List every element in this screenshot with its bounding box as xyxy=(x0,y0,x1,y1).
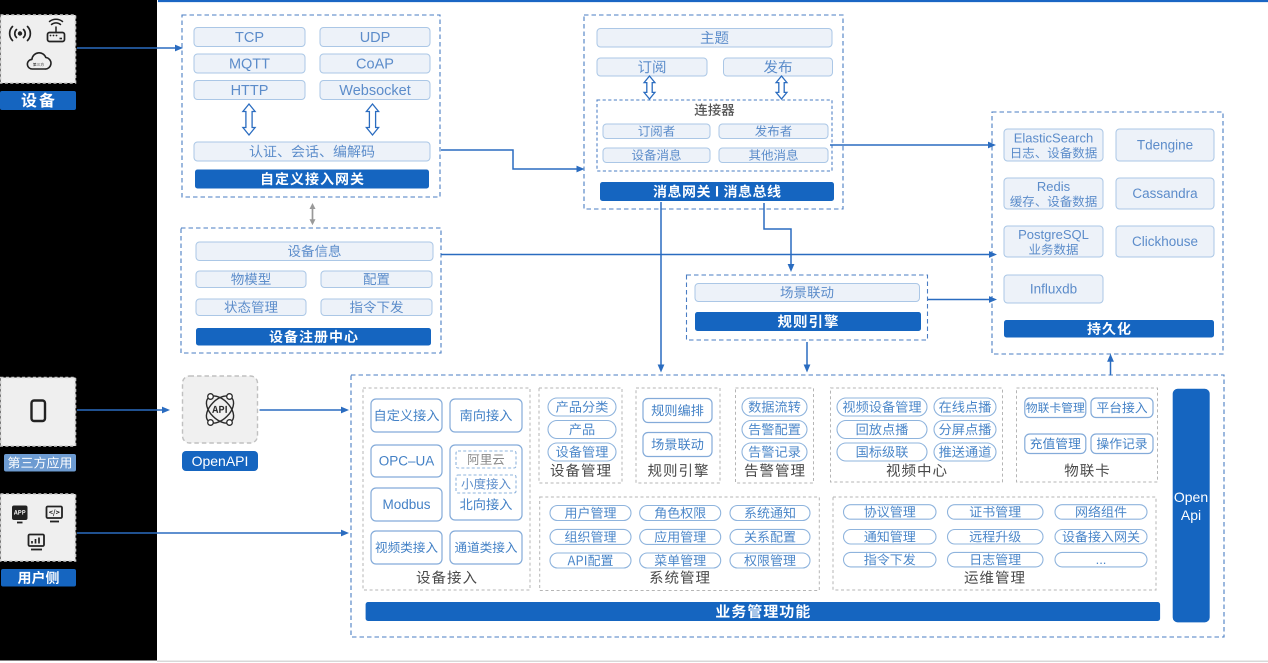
svg-text:CoAP: CoAP xyxy=(356,57,394,73)
svg-text:Open: Open xyxy=(1174,489,1208,505)
svg-text:OpenAPI: OpenAPI xyxy=(192,453,249,469)
svg-text:Redis: Redis xyxy=(1037,179,1071,194)
svg-text:Websocket: Websocket xyxy=(339,83,410,99)
svg-text:TCP: TCP xyxy=(235,30,264,46)
svg-text:OPC–UA: OPC–UA xyxy=(379,454,435,469)
svg-text:PostgreSQL: PostgreSQL xyxy=(1018,227,1089,242)
svg-text:HTTP: HTTP xyxy=(231,83,269,99)
svg-text:Api: Api xyxy=(1181,507,1201,523)
svg-text:Influxdb: Influxdb xyxy=(1030,282,1077,297)
svg-text:Tdengine: Tdengine xyxy=(1137,138,1193,153)
svg-text:Modbus: Modbus xyxy=(382,497,430,512)
svg-text:Clickhouse: Clickhouse xyxy=(1132,234,1198,249)
svg-text:UDP: UDP xyxy=(360,30,391,46)
svg-text:Cassandra: Cassandra xyxy=(1132,186,1198,201)
svg-text:MQTT: MQTT xyxy=(229,57,270,73)
svg-text:...: ... xyxy=(1096,552,1107,567)
svg-text:ElasticSearch: ElasticSearch xyxy=(1014,131,1093,146)
